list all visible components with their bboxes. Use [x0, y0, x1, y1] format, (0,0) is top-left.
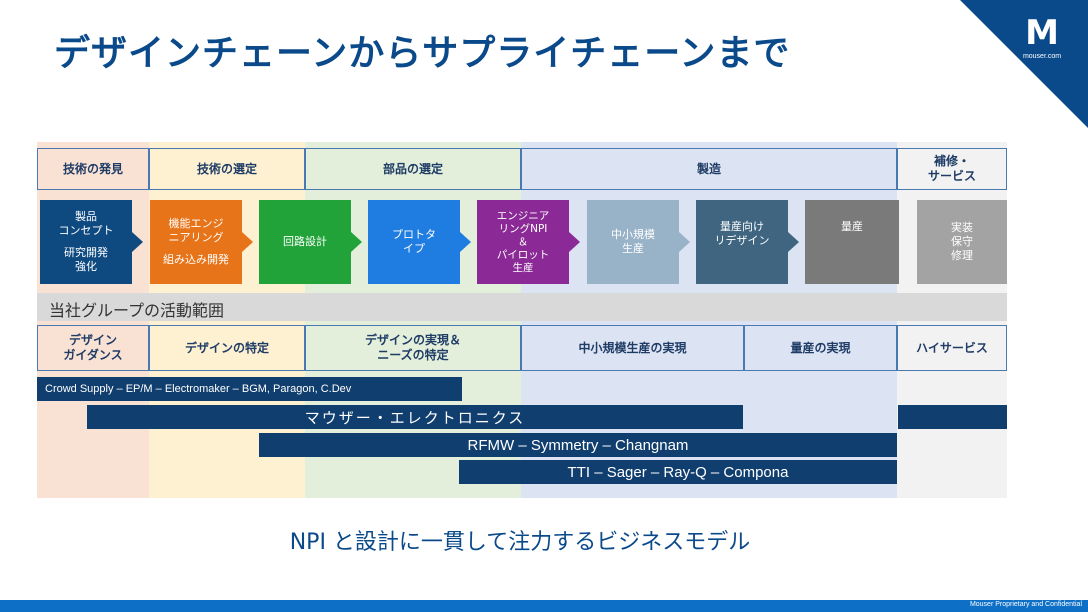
step-arrow	[679, 232, 690, 252]
step-arrow	[460, 232, 471, 252]
logo-url: mouser.com	[1022, 53, 1062, 60]
step-arrow	[132, 232, 143, 252]
step-arrow	[351, 232, 362, 252]
group-activity-label: 当社グループの活動範囲	[49, 301, 225, 320]
activity-design-realization: デザインの実現＆ ニーズの特定	[305, 325, 521, 371]
phase-header-discovery: 技術の発見	[37, 148, 149, 190]
step-arrow	[788, 232, 799, 252]
activity-high-service: ハイサービス	[897, 325, 1007, 371]
step-engineering-npi: エンジニア リングNPI ＆ パイロット 生産	[477, 200, 569, 284]
phase-header-selection: 技術の選定	[149, 148, 305, 190]
step-arrow	[242, 232, 253, 252]
step-functional-engineering: 機能エンジ ニアリング 組み込み開発	[150, 200, 242, 284]
corner-logo-area	[960, 0, 1088, 128]
group-activity-bar: 当社グループの活動範囲	[37, 293, 1007, 321]
step-mass-production: 量産	[805, 200, 899, 284]
step-prototype: プロトタ イプ	[368, 200, 460, 284]
step-small-mid-production: 中小規模 生産	[587, 200, 679, 284]
activity-small-production: 中小規模生産の実現	[521, 325, 744, 371]
step-redesign-mass: 量産向け リデザイン	[696, 200, 788, 284]
page-title: デザインチェーンからサプライチェーンまで	[54, 33, 791, 74]
bar-crowd-supply: Crowd Supply – EP/M – Electromaker – BGM…	[37, 377, 462, 401]
logo-mark: M	[1025, 13, 1059, 53]
bar-tti: TTI – Sager – Ray-Q – Compona	[459, 460, 897, 484]
bar-mouser: マウザー・エレクトロニクス	[87, 405, 743, 429]
step-arrow	[569, 232, 580, 252]
footer-bar: Mouser Proprietary and Confidential	[0, 600, 1088, 612]
caption: NPI と設計に一貫して注力するビジネスモデル	[289, 530, 751, 555]
activity-design-guidance: デザイン ガイダンス	[37, 325, 149, 371]
bar-rfmw: RFMW – Symmetry – Changnam	[259, 433, 897, 457]
phase-header-parts: 部品の選定	[305, 148, 521, 190]
mouser-logo[interactable]: M mouser.com	[1016, 14, 1068, 64]
footer-text: Mouser Proprietary and Confidential	[969, 601, 1082, 608]
bar-mouser-service	[898, 405, 1007, 429]
phase-header-manufacturing: 製造	[521, 148, 897, 190]
phase-header-service: 補修・ サービス	[897, 148, 1007, 190]
step-product-concept: 製品 コンセプト 研究開発 強化	[40, 200, 132, 284]
step-maintenance: 実装 保守 修理	[917, 200, 1007, 284]
activity-design-specification: デザインの特定	[149, 325, 305, 371]
step-circuit-design: 回路設計	[259, 200, 351, 284]
activity-mass-production: 量産の実現	[744, 325, 897, 371]
